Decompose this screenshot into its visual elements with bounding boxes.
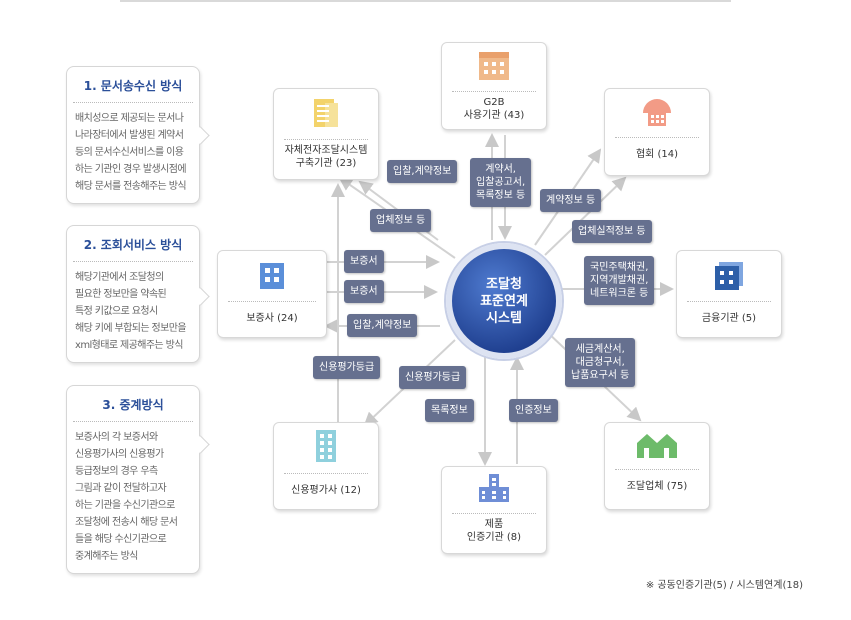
card-relay: 3. 중계방식 보증사의 각 보증서와 신용평가사의 신용평가 등급정보의 경우… — [66, 385, 210, 574]
tag-performance-info: 업체실적정보 등 — [572, 220, 652, 243]
entity-self-procurement-system: 자체전자조달시스템 구축기관 (23) — [273, 88, 379, 180]
tag-guarantee-1: 보증서 — [344, 250, 384, 273]
entity-g2b-users: G2B 사용기관 (43) — [441, 42, 547, 130]
tag-credit-rating-2: 신용평가등급 — [399, 366, 467, 389]
card-body: 배치성으로 제공되는 문서나 나라장터에서 발생된 계약서 등의 문서수신서비스… — [75, 113, 187, 192]
card-body: 보증사의 각 보증서와 신용평가사의 신용평가 등급정보의 경우 우측 그림과 … — [75, 432, 178, 562]
tag-contract-info: 계약정보 등 — [540, 189, 602, 212]
card-body: 해당기관에서 조달청의 필요한 정보만을 약속된 특정 키값으로 요청시 해당 … — [75, 272, 187, 351]
card-document-transfer: 1. 문서송수신 방식 배치성으로 제공되는 문서나 나라장터에서 발생된 계약… — [66, 66, 210, 204]
entity-label: 금융기관 (5) — [701, 313, 757, 324]
card-title: 1. 문서송수신 방식 — [73, 67, 193, 103]
building-icon — [260, 263, 284, 289]
entity-label: 신용평가사 (12) — [291, 485, 361, 496]
building-icon — [479, 52, 509, 80]
divider — [615, 137, 699, 138]
entity-label: 보증사 (24) — [246, 313, 298, 324]
tag-catalog-info: 목록정보 — [425, 399, 474, 422]
entity-guarantor: 보증사 (24) — [217, 250, 327, 338]
entity-association: 협회 (14) — [604, 88, 710, 176]
central-procurement-system: 조달청 표준연계 시스템 — [446, 243, 562, 359]
entity-label: 조달업체 (75) — [626, 481, 688, 492]
tag-company-info: 업체정보 등 — [370, 209, 432, 232]
entity-label: 제품 인증기관 (8) — [466, 519, 522, 543]
tower-building-icon — [316, 430, 336, 462]
entity-label: 자체전자조달시스템 구축기관 (23) — [284, 145, 368, 169]
entity-product-certification: 제품 인증기관 (8) — [441, 466, 547, 554]
divider — [687, 301, 771, 302]
factory-icon — [479, 474, 509, 502]
dome-building-icon — [643, 99, 671, 126]
tag-bid-contract-info: 입찰,계약정보 — [387, 160, 458, 183]
entity-financial-institution: 금융기관 (5) — [676, 250, 782, 338]
card-title: 2. 조회서비스 방식 — [73, 226, 193, 262]
bank-building-icon — [715, 262, 743, 290]
divider — [452, 91, 536, 92]
tag-contract-docs: 계약서, 입찰공고서, 목록정보 등 — [470, 158, 532, 207]
houses-icon — [637, 434, 677, 458]
tag-certification-info: 인증정보 — [509, 399, 558, 422]
entity-label: 협회 (14) — [635, 149, 679, 160]
entity-procurement-companies: 조달업체 (75) — [604, 422, 710, 510]
tag-bid-contract-info-2: 입찰,계약정보 — [347, 314, 418, 337]
tag-bonds: 국민주택채권, 지역개발채권, 네트워크론 등 — [584, 256, 655, 305]
footnote: ※ 공동인증기관(5) / 시스템연계(18) — [645, 580, 803, 591]
tag-credit-rating-1: 신용평가등급 — [313, 356, 381, 379]
top-divider — [120, 0, 731, 2]
tag-guarantee-2: 보증서 — [344, 280, 384, 303]
divider — [228, 301, 316, 302]
entity-credit-rating-agency: 신용평가사 (12) — [273, 422, 379, 510]
divider — [452, 513, 536, 514]
divider — [284, 473, 368, 474]
entity-label: G2B 사용기관 (43) — [463, 97, 525, 121]
tag-tax-invoices: 세금계산서, 대금청구서, 납품요구서 등 — [565, 338, 636, 387]
document-icon — [314, 99, 338, 127]
card-title: 3. 중계방식 — [73, 386, 193, 422]
card-lookup-service: 2. 조회서비스 방식 해당기관에서 조달청의 필요한 정보만을 약속된 특정 … — [66, 225, 210, 363]
divider — [284, 139, 368, 140]
divider — [615, 469, 699, 470]
